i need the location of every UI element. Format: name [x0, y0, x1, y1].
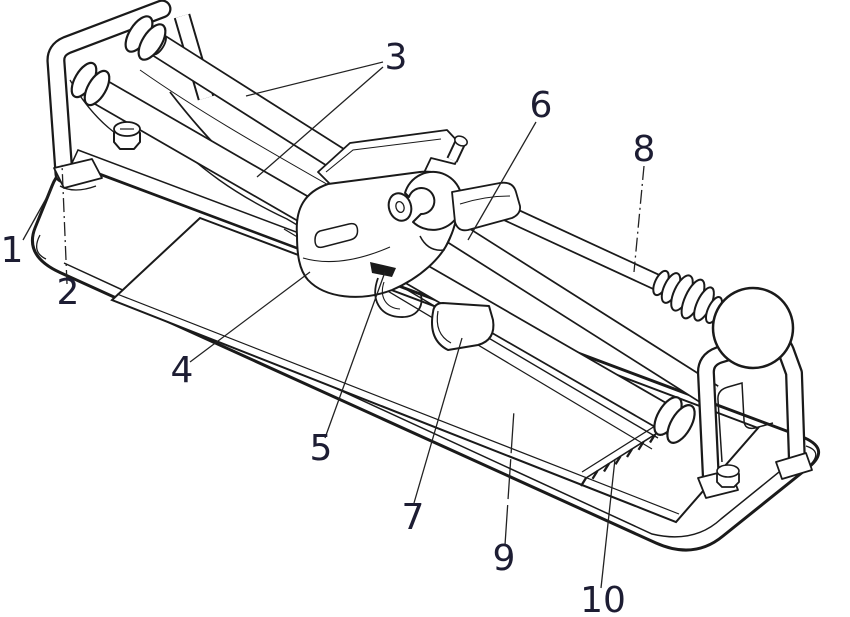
- rail-collars-left: [70, 15, 167, 107]
- breaker-foot-accent: [436, 310, 452, 344]
- callout-8: 8: [633, 129, 656, 170]
- pivot-stub-inner: [448, 141, 464, 162]
- callout-7: 7: [402, 497, 425, 538]
- wheel-mount-clip-inner: [381, 281, 401, 310]
- wheel-knuckle: [404, 170, 463, 231]
- callout-9: 9: [493, 538, 516, 579]
- breaker-foot: [431, 302, 495, 351]
- left-hex-bolt: [113, 121, 141, 150]
- base-left-corner-line: [35, 234, 47, 260]
- work-surface-front-inner-line: [116, 293, 680, 515]
- breaker-foot-body: [431, 302, 495, 351]
- wheel-mount-clip: [374, 277, 423, 318]
- clip-shadow: [370, 262, 396, 277]
- callout-4-leader: [189, 271, 311, 363]
- callout-5-leader: [324, 271, 386, 439]
- carriage-body-accent: [302, 246, 391, 263]
- handle-ball-knob: [711, 286, 795, 370]
- right-collar-ring-front: [666, 404, 696, 444]
- clevis-body: [451, 181, 521, 232]
- cutting-carriage: [295, 129, 468, 318]
- clevis-accent: [459, 195, 511, 205]
- left-bracket-frame-inner: [48, 1, 170, 182]
- scoring-wheel-hub: [395, 200, 405, 214]
- callout-6: 6: [530, 85, 553, 126]
- lower-collar-ring-front: [83, 69, 111, 107]
- callout-labels: 1 2 3 4 5 6 7 8 9 10: [1, 37, 656, 617]
- carriage-slot: [314, 222, 359, 249]
- callout-3-leader-a: [245, 61, 384, 97]
- callout-10-leader: [600, 458, 616, 589]
- leader-lines: [22, 61, 645, 589]
- upper-collar-ring-front: [137, 23, 167, 61]
- callout-1-leader: [22, 187, 53, 241]
- base-skirt-line: [63, 262, 801, 538]
- callout-1: 1: [1, 230, 24, 271]
- carriage-lower-jaw: [419, 232, 453, 251]
- callout-7-leader: [413, 337, 463, 504]
- callout-3-leader-b: [256, 66, 384, 178]
- callout-3: 3: [385, 37, 408, 78]
- right-hex-bolt: [716, 464, 740, 488]
- carriage-top-clamp-inner: [325, 138, 442, 173]
- handle-clevis: [451, 181, 521, 232]
- callout-2-leader: [61, 163, 68, 285]
- callout-8-leader: [633, 165, 645, 273]
- left-bracket-foot: [53, 158, 103, 189]
- callout-10: 10: [580, 580, 626, 617]
- guide-rail-lower-highlight: [139, 69, 331, 187]
- callout-2: 2: [57, 272, 80, 313]
- right-bolt-cap: [716, 464, 740, 478]
- callout-4: 4: [171, 350, 194, 391]
- callout-5: 5: [310, 428, 333, 469]
- pivot-stub-cap: [454, 135, 468, 147]
- right-bracket-foot-rear: [775, 452, 813, 480]
- callout-9-leader: [504, 409, 515, 546]
- handle-grip-rings: [652, 269, 724, 324]
- callout-6-leader: [467, 121, 537, 241]
- right-bracket-window-step: [717, 382, 774, 463]
